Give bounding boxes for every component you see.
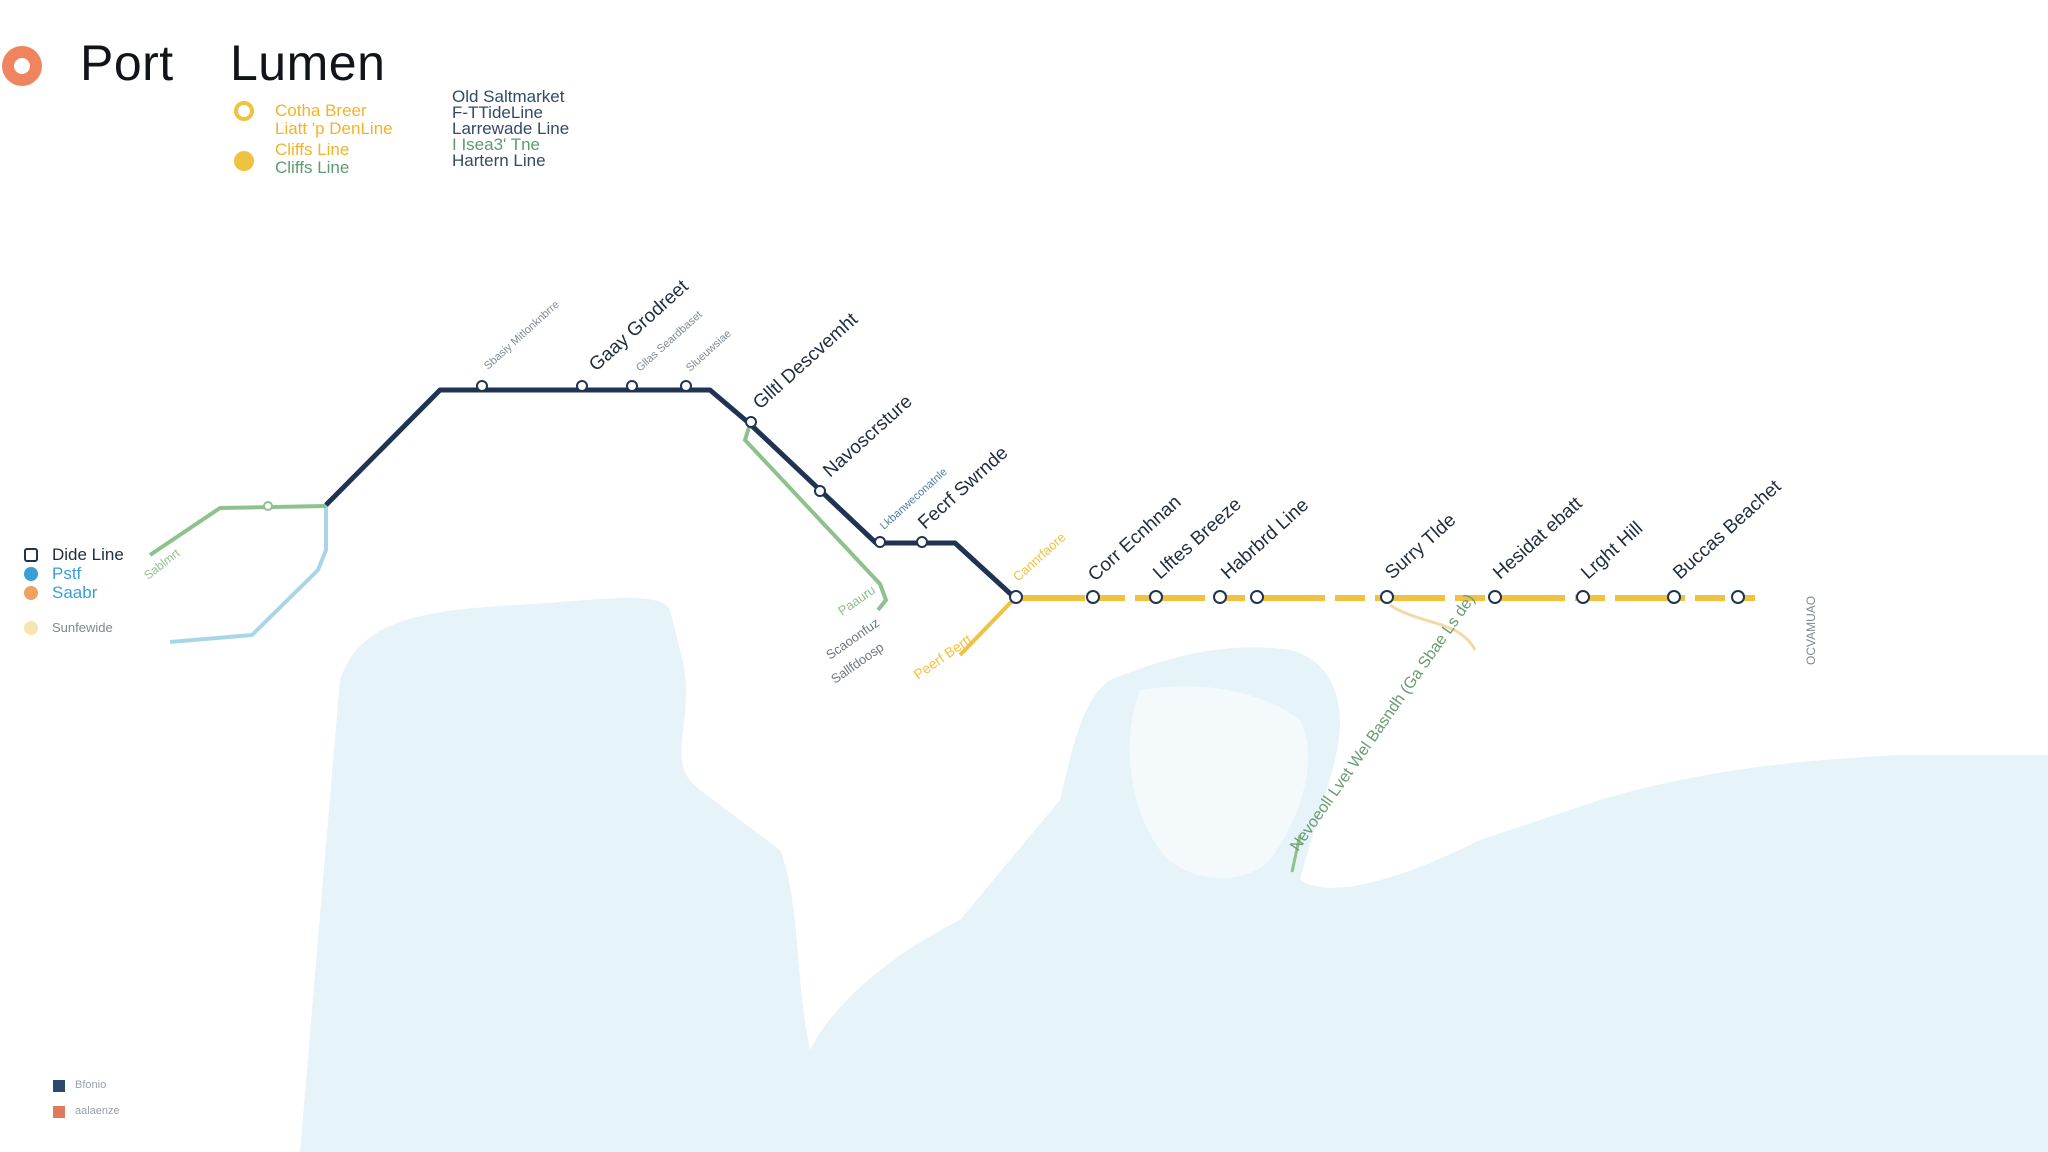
title-word-2: Lumen	[230, 35, 386, 91]
square-icon	[24, 548, 38, 562]
swatch-icon	[53, 1106, 65, 1118]
legend-item: Liatt 'p DenLine	[275, 119, 393, 138]
station-label: Surry Tlde	[1381, 510, 1460, 584]
side-legend-label: Saabr	[52, 583, 98, 602]
legend-item: Cliffs Line	[275, 158, 350, 177]
ring-icon	[234, 101, 254, 121]
station-label: Glltl Descvemht	[749, 309, 862, 414]
station-dot[interactable]	[576, 380, 588, 392]
station-dot[interactable]	[916, 536, 928, 548]
station-dot[interactable]	[1488, 590, 1502, 604]
route-yellow-branch	[958, 596, 1017, 657]
legend-left: Cotha Breer Liatt 'p DenLine Cliffs Line…	[233, 98, 453, 178]
station-label: Lrght Hill	[1577, 518, 1647, 584]
side-legend-label: Dide Line	[52, 545, 124, 564]
station-label-faint: Sbasiy Mitlonknbrre	[482, 299, 562, 373]
dot-icon	[234, 151, 254, 171]
route-green-west	[148, 504, 327, 557]
legend-right: Old Saltmarket F-TTideLine Larrewade Lin…	[452, 88, 632, 172]
station-label-vertical: OCVAMUAO	[1804, 596, 1818, 665]
bay-area	[1129, 686, 1309, 879]
logo-icon	[2, 46, 42, 86]
station-dot[interactable]	[1576, 590, 1590, 604]
station-label-green: Paauru	[835, 582, 878, 618]
bottom-legend-label: aalaenze	[75, 1105, 120, 1117]
station-dot[interactable]	[626, 380, 638, 392]
station-dot[interactable]	[874, 536, 886, 548]
station-label-yellow: Cannrfaore	[1010, 530, 1068, 585]
station-dot[interactable]	[680, 380, 692, 392]
station-label-faint: Slueuwsiae	[684, 328, 734, 375]
station-label: Buccas Beachet	[1669, 476, 1786, 584]
dot-icon	[24, 567, 38, 581]
dot-icon	[24, 621, 38, 635]
station-dot[interactable]	[1213, 590, 1227, 604]
station-label-yellow: Peerf Bertt	[911, 631, 975, 683]
title-word-1: Port	[80, 35, 174, 91]
station-markers	[476, 380, 1745, 604]
side-legend-label: Sunfewide	[52, 620, 113, 635]
side-legend-label: Pstf	[52, 564, 82, 583]
legend-item: Old Saltmarket	[452, 87, 565, 106]
legend-item: Hartern Line	[452, 151, 546, 170]
station-dot[interactable]	[1086, 590, 1100, 604]
station-dot[interactable]	[1250, 590, 1264, 604]
legend-item: I Isea3' Tne	[452, 135, 540, 154]
route-green-south	[1290, 834, 1302, 873]
legend-item: Cotha Breer	[275, 101, 367, 120]
bottom-legend-label: Bfonio	[75, 1079, 107, 1091]
station-dot[interactable]	[476, 380, 488, 392]
station-label: Navoscrsture	[819, 391, 916, 481]
station-dot[interactable]	[1149, 590, 1163, 604]
swatch-icon	[53, 1080, 65, 1092]
station-dot[interactable]	[1667, 590, 1681, 604]
station-dot[interactable]	[1380, 590, 1394, 604]
station-label-green: Sablmrt	[141, 545, 183, 582]
station-dot-green[interactable]	[263, 501, 273, 511]
station-dot[interactable]	[745, 416, 757, 428]
station-dot[interactable]	[814, 485, 826, 497]
station-label: Hesidat ebatt	[1489, 493, 1587, 584]
route-sand-spur	[1389, 603, 1477, 651]
legend-item: Cliffs Line	[275, 140, 350, 159]
route-light-blue	[169, 505, 328, 644]
station-dot[interactable]	[1009, 590, 1023, 604]
dot-icon	[24, 586, 38, 600]
sea-area	[300, 598, 2048, 1152]
legend-item: Larrewade Line	[452, 119, 570, 138]
station-dot[interactable]	[1731, 590, 1745, 604]
legend-item: F-TTideLine	[452, 103, 544, 122]
route-green-east	[742, 423, 889, 612]
